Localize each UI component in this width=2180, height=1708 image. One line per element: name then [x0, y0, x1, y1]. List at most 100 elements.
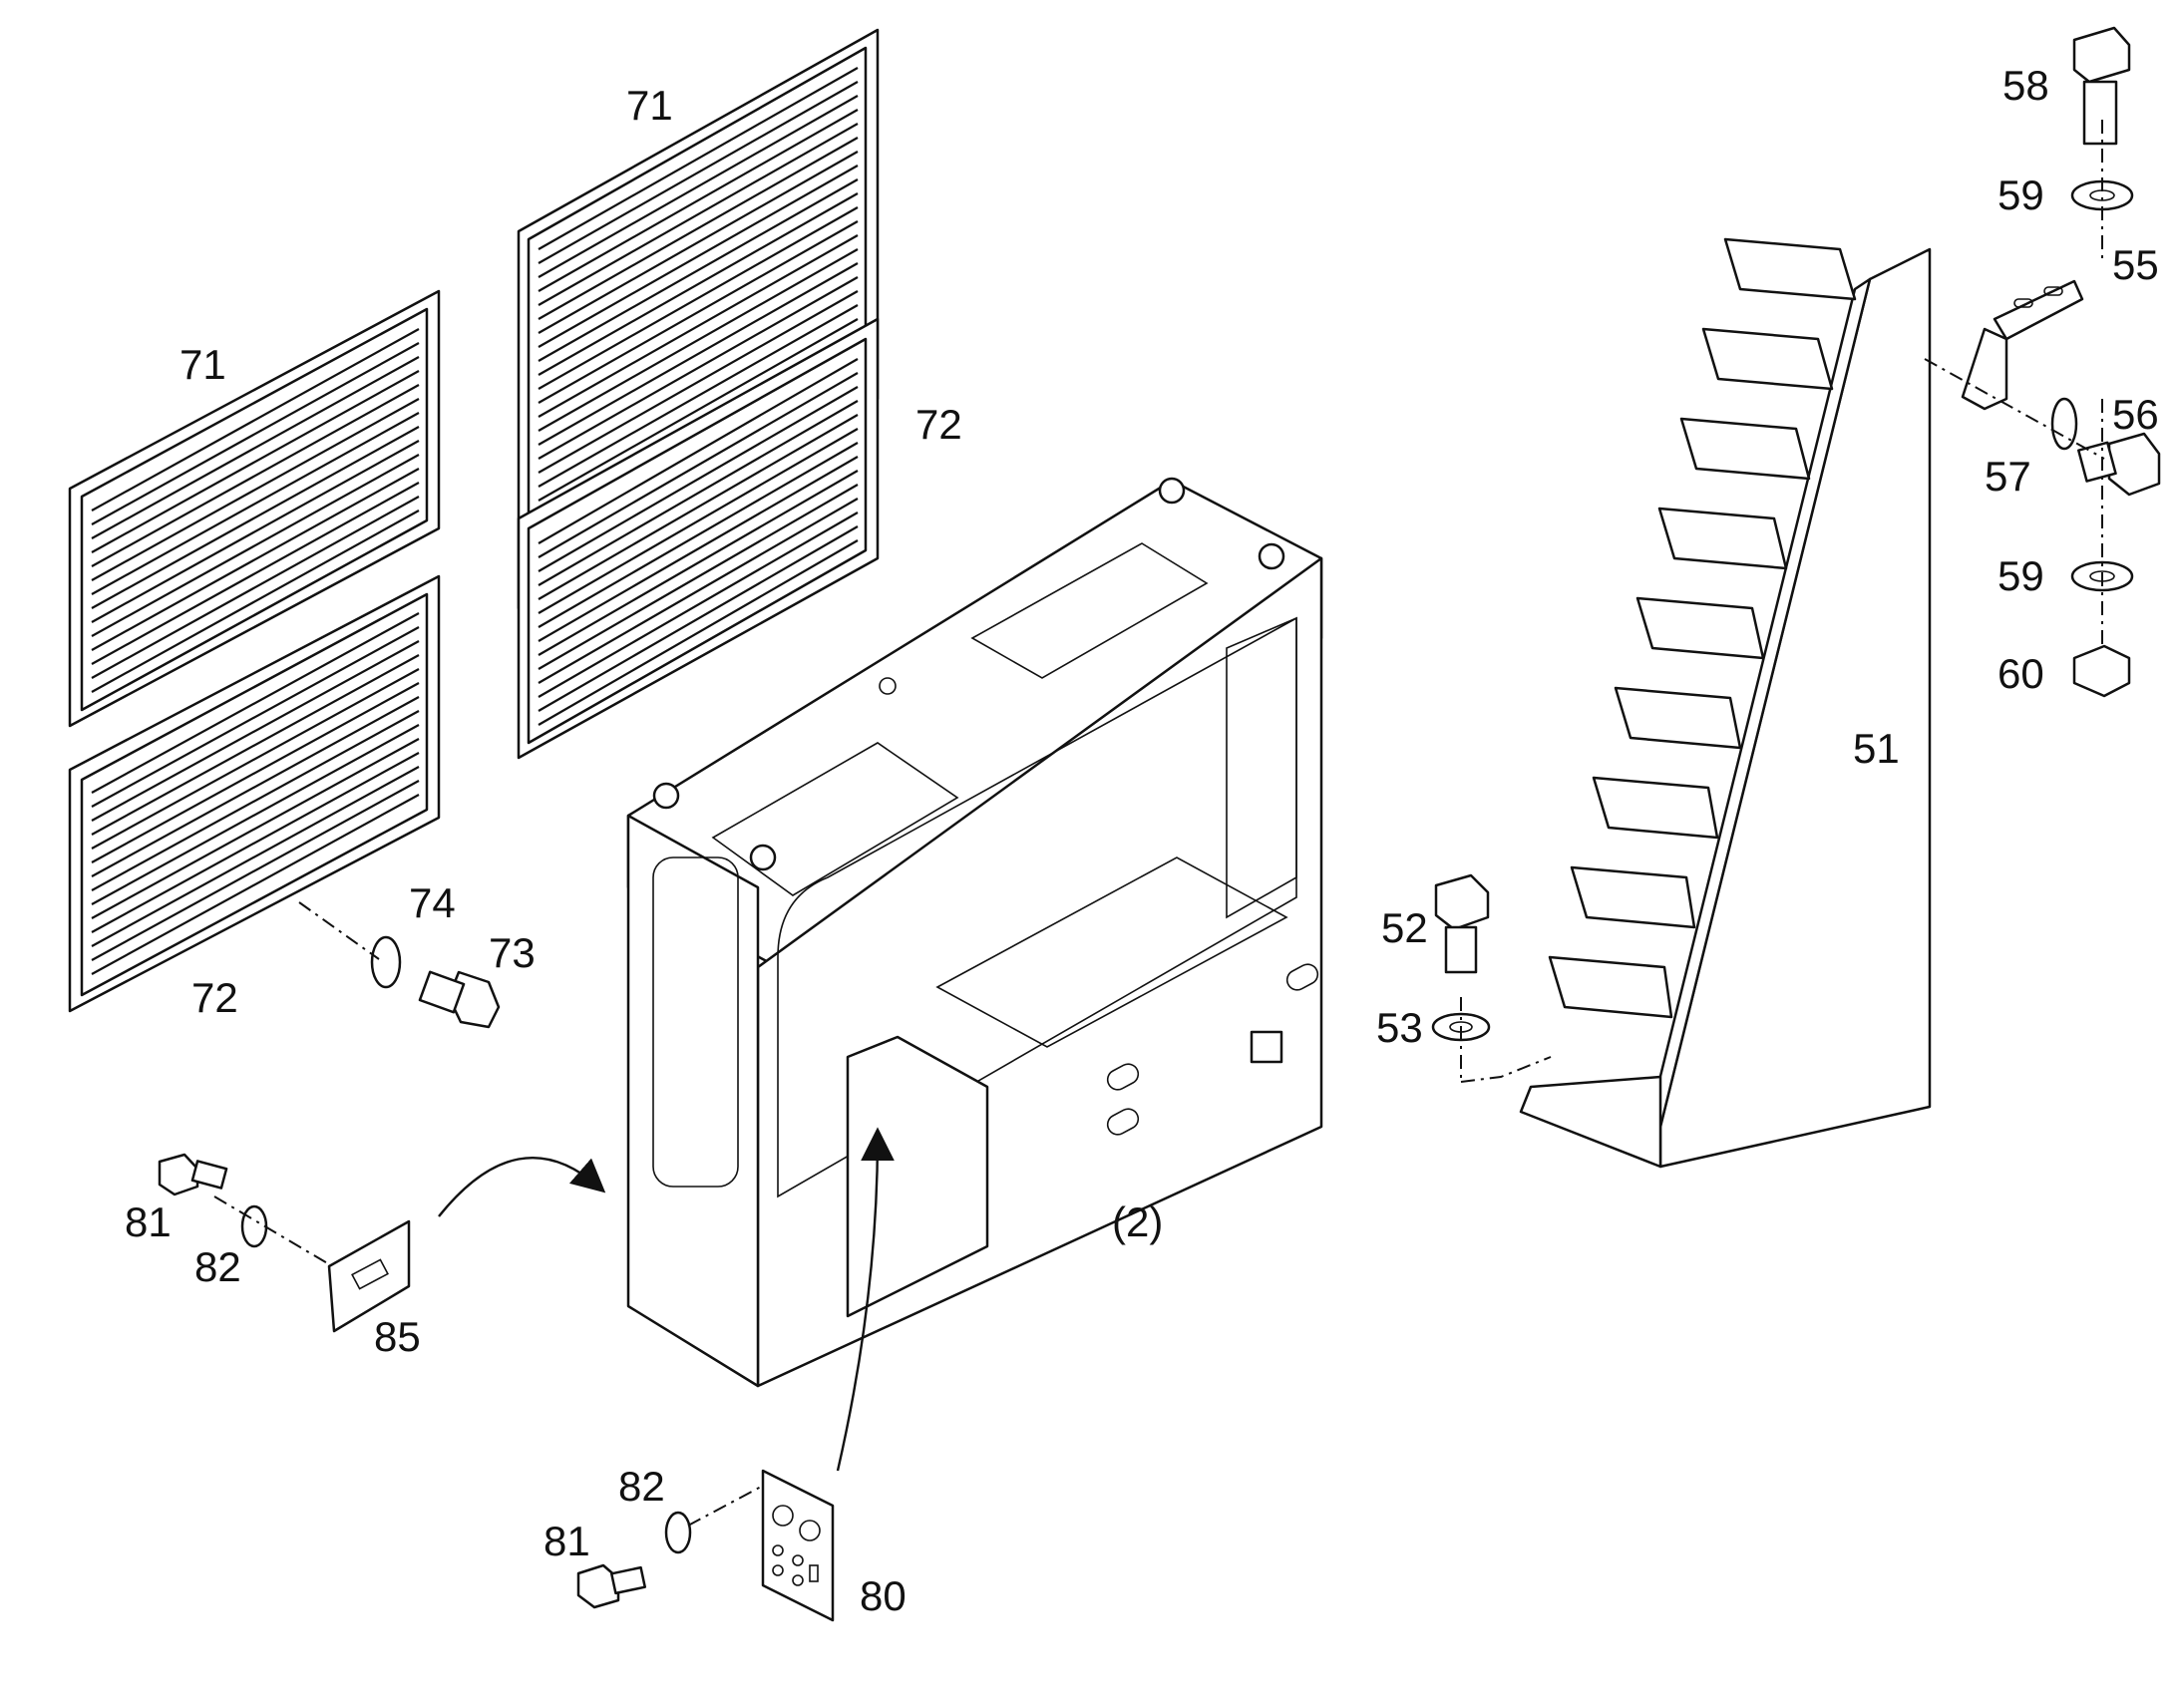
grille-slat [538, 109, 859, 292]
grille-panel-72-lower [68, 574, 441, 1013]
label-58: 58 [2002, 62, 2049, 109]
grille-slat [538, 165, 859, 348]
label-85: 85 [374, 1313, 421, 1360]
label-71-lower: 71 [180, 341, 226, 388]
grille-slat [538, 442, 859, 628]
bolt-56 [2077, 432, 2161, 497]
grille-slat [538, 470, 859, 656]
label-81-lower: 81 [544, 1518, 590, 1564]
grille-slat [538, 262, 859, 446]
grille-panel-72-upper [517, 317, 880, 760]
grille-slat [538, 137, 859, 320]
grille-panel-71-lower [68, 289, 441, 728]
grille-slat [538, 234, 859, 418]
label-82-lower: 82 [618, 1463, 665, 1510]
grille-slat [538, 400, 859, 586]
grille-slat [538, 220, 859, 404]
grille-slat [91, 640, 420, 822]
grille-slat [538, 81, 859, 264]
label-82-upper: 82 [194, 1243, 241, 1290]
ladder-rung [1548, 955, 1673, 1019]
main-frame-2 [626, 477, 1323, 1388]
grille-slat [538, 192, 859, 376]
label-51: 51 [1853, 725, 1900, 772]
grille-slat [91, 710, 420, 891]
bolt-58 [2072, 26, 2131, 146]
grille-slat [538, 414, 859, 600]
label-60: 60 [1998, 650, 2044, 697]
grille-slat [91, 370, 420, 553]
grille-slat [538, 512, 859, 698]
grille-slat [538, 304, 859, 488]
grille-slat [91, 440, 420, 623]
grille-slat [538, 539, 859, 726]
grille-slat [91, 328, 420, 512]
ladder-51 [1519, 237, 1932, 1169]
grille-slat [91, 482, 420, 665]
grille-slat [538, 206, 859, 390]
label-72-upper: 72 [915, 401, 962, 448]
grille-slat [91, 412, 420, 595]
grille-slat [538, 123, 859, 306]
label-74: 74 [409, 879, 456, 926]
label-57: 57 [1985, 453, 2031, 500]
grille-slat [91, 668, 420, 850]
grille-slat [91, 612, 420, 794]
grille-slat [91, 780, 420, 961]
cover-plate-85 [327, 1219, 411, 1333]
grille-slat [91, 794, 420, 975]
grille-slat [538, 318, 859, 502]
grille-slat [538, 372, 859, 558]
cover-plate-80 [761, 1469, 835, 1622]
grille-slat [538, 290, 859, 474]
grille-slat [91, 682, 420, 863]
ladder-rung [1679, 417, 1811, 481]
label-81-upper: 81 [125, 1198, 172, 1245]
ladder-rung [1592, 776, 1719, 840]
nut-60 [2072, 644, 2131, 698]
grille-slat [91, 384, 420, 567]
grille-slat [91, 356, 420, 539]
grille-slat [538, 484, 859, 670]
label-2: (2) [1112, 1198, 1163, 1245]
bolt-73 [418, 970, 501, 1029]
grille-slat [91, 342, 420, 525]
ladder-rung [1723, 237, 1857, 301]
grille-slat [91, 738, 420, 919]
label-73: 73 [489, 929, 536, 976]
ladder-rung [1635, 596, 1765, 660]
grille-panel-71-upper [517, 28, 880, 610]
grille-slat [538, 178, 859, 362]
grille-slat [538, 456, 859, 642]
bolt-81-lower [576, 1563, 647, 1609]
label-59-lower: 59 [1998, 552, 2044, 599]
grille-slat [91, 654, 420, 836]
ladder-rung [1570, 865, 1696, 929]
label-56: 56 [2112, 391, 2159, 438]
label-55: 55 [2112, 241, 2159, 288]
grille-slat [538, 276, 859, 460]
grille-slat [538, 248, 859, 432]
grille-slat [538, 525, 859, 712]
label-53: 53 [1376, 1004, 1423, 1051]
ladder-rung [1614, 686, 1742, 750]
label-71-upper: 71 [626, 82, 673, 129]
washer-82-lower [664, 1511, 692, 1554]
grille-slat [538, 428, 859, 614]
washer-74 [370, 935, 402, 989]
grille-slat [538, 358, 859, 544]
bolt-81-upper [158, 1153, 228, 1196]
bracket-55 [1961, 279, 2084, 411]
grille-slat [91, 724, 420, 905]
grille-slat [91, 454, 420, 637]
grille-slat [538, 151, 859, 334]
label-72-lower: 72 [191, 974, 238, 1021]
ladder-rung [1701, 327, 1834, 391]
grille-slat [91, 626, 420, 808]
label-80: 80 [860, 1572, 907, 1619]
grille-slat [91, 766, 420, 947]
grille-slat [91, 468, 420, 651]
grille-slat [538, 498, 859, 684]
grille-slat [91, 752, 420, 933]
